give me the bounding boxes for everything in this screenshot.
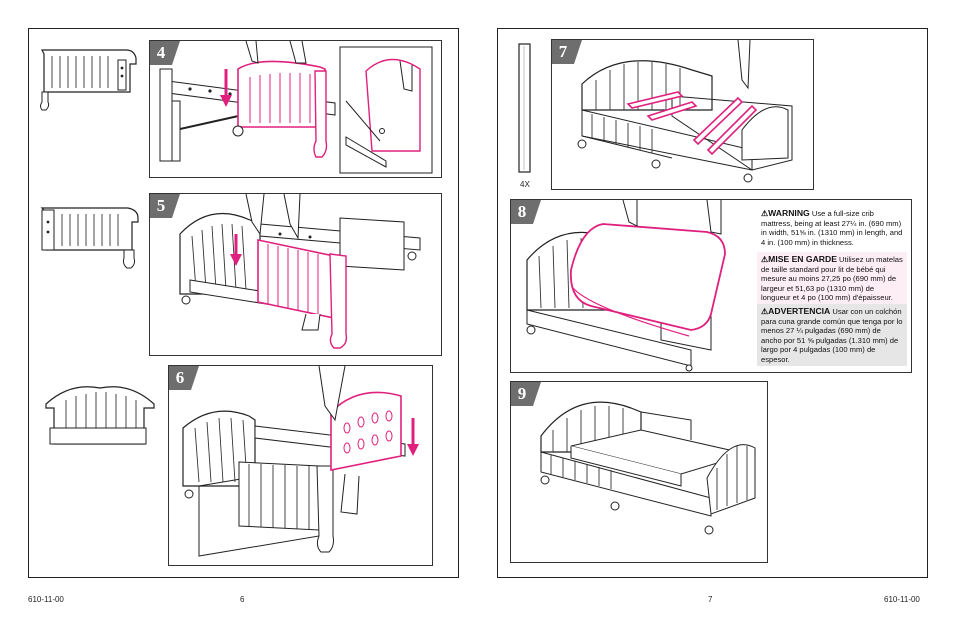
step-8-illustration xyxy=(526,199,726,372)
step-number: 6 xyxy=(169,366,199,390)
warning-triangle-icon: ⚠ xyxy=(761,209,769,218)
step-6-panel: 6 xyxy=(168,365,433,566)
step-7-illustration xyxy=(577,39,793,183)
warning-heading: WARNING xyxy=(768,208,810,218)
step-number: 4 xyxy=(150,41,180,65)
warning-spanish: ⚠ADVERTENCIA Usar con un colchón para cu… xyxy=(757,304,907,366)
step-number: 7 xyxy=(552,40,582,64)
step-6-illustration xyxy=(182,365,419,557)
warning-english: ⚠WARNING Use a full-size crib mattress, … xyxy=(757,206,907,254)
slat-quantity-label: 4X xyxy=(520,180,530,189)
warning-text: Usar con un colchón para cuna grande com… xyxy=(761,307,903,364)
warning-text: Utilisez un matelas de taille standard p… xyxy=(761,255,903,303)
step-number: 5 xyxy=(150,194,180,218)
left-page-number: 6 xyxy=(240,595,245,604)
arched-board-thumbnail xyxy=(45,386,155,445)
left-footer-code: 610-11-00 xyxy=(28,595,64,604)
slat-part-thumbnail xyxy=(518,43,531,173)
right-footer-code: 610-11-00 xyxy=(884,595,920,604)
warning-heading: ADVERTENCIA xyxy=(768,306,831,316)
warning-triangle-icon: ⚠ xyxy=(761,307,769,316)
footboard-thumbnail xyxy=(40,207,139,269)
warning-triangle-icon: ⚠ xyxy=(761,255,769,264)
warning-heading: MISE EN GARDE xyxy=(768,254,837,264)
step-4-panel: 4 xyxy=(149,40,442,178)
step-5-panel: 5 xyxy=(149,193,442,356)
headboard-thumbnail xyxy=(40,49,137,111)
right-page-number: 7 xyxy=(708,595,713,604)
step-5-illustration xyxy=(179,193,421,349)
step-8-panel: 8 ⚠WARNING Use a full-size crib mattress… xyxy=(510,199,912,373)
warning-french: ⚠MISE EN GARDE Utilisez un matelas de ta… xyxy=(757,252,907,304)
step-4-illustration xyxy=(159,40,433,174)
step-7-panel: 7 xyxy=(551,39,814,190)
step-9-panel: 9 xyxy=(510,381,768,563)
step-number: 8 xyxy=(511,200,541,224)
step-number: 9 xyxy=(511,382,541,406)
warning-text: Use a full-size crib mattress, being at … xyxy=(761,209,903,247)
step-9-illustration xyxy=(540,401,756,535)
